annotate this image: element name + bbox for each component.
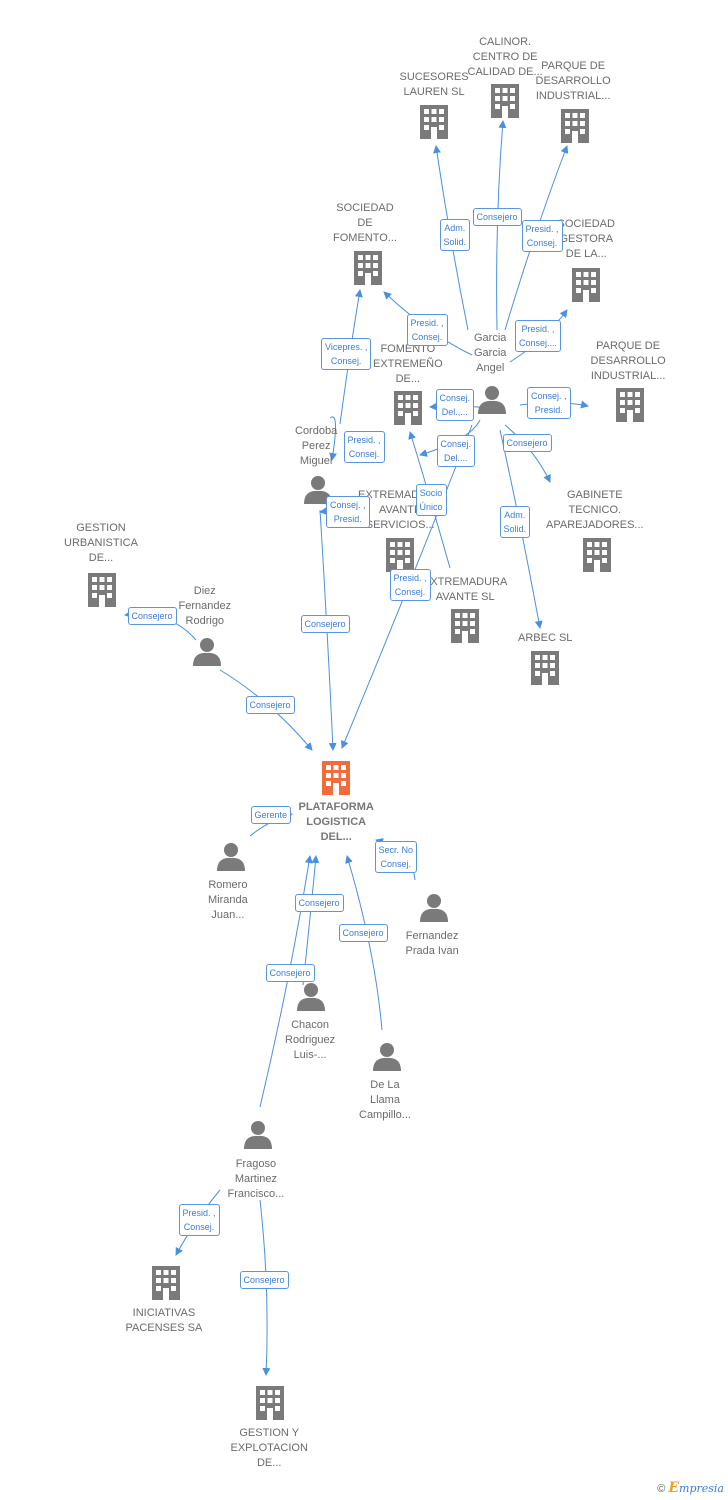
- edge-label-garcia-to-sucesores[interactable]: Adm. Solid.: [439, 219, 471, 251]
- edges-layer: [124, 120, 589, 1376]
- building-icon-extremadura_servicios[interactable]: [386, 538, 414, 572]
- node-label-gabinete[interactable]: GABINETE TECNICO. APAREJADORES...: [546, 489, 644, 531]
- person-icon-romero[interactable]: [217, 843, 245, 871]
- edge-label-extremadura_avante-to-fomento_extremeno[interactable]: Socio Único: [415, 484, 447, 516]
- footer-credit: © Empresia: [657, 1480, 724, 1496]
- node-label-arbec[interactable]: ARBEC SL: [518, 632, 573, 644]
- edge-label-diez-to-main[interactable]: Consejero: [245, 696, 295, 714]
- node-label-extremadura_avante[interactable]: EXTREMADURA AVANTE SL: [423, 576, 508, 603]
- node-label-fragoso[interactable]: Fragoso Martinez Francisco...: [227, 1158, 285, 1200]
- building-icon-extremadura_avante[interactable]: [451, 609, 479, 643]
- building-icon-sociedad_gestora[interactable]: [572, 268, 600, 302]
- node-label-diez[interactable]: Diez Fernandez Rodrigo: [178, 585, 232, 627]
- node-label-sociedad_fomento[interactable]: SOCIEDAD DE FOMENTO...: [333, 202, 397, 244]
- building-icon-sucesores[interactable]: [420, 105, 448, 139]
- node-label-calinor[interactable]: CALINOR. CENTRO DE CALIDAD DE...: [467, 36, 543, 78]
- person-icon-delallama[interactable]: [373, 1043, 401, 1071]
- edge-label-garcia-to-fomento_extremeno[interactable]: Consej. Del.,...: [435, 389, 475, 421]
- edge-label-fragoso-to-gestion_explotacion[interactable]: Consejero: [239, 1271, 289, 1289]
- node-label-delallama[interactable]: De La Llama Campillo...: [359, 1079, 411, 1121]
- edge-label-garcia-to-extremadura_servicios[interactable]: Consej. Del....: [436, 435, 476, 467]
- node-label-cordoba[interactable]: Cordoba Perez Miguel: [295, 425, 338, 467]
- building-icon-main[interactable]: [322, 761, 350, 795]
- node-label-gestion_explotacion[interactable]: GESTION Y EXPLOTACION DE...: [230, 1427, 308, 1469]
- node-label-sociedad_gestora[interactable]: SOCIEDAD GESTORA DE LA...: [557, 218, 615, 260]
- node-label-romero[interactable]: Romero Miranda Juan...: [208, 879, 248, 921]
- edge-label-garcia-to-arbec[interactable]: Adm. Solid.: [499, 506, 531, 538]
- node-label-sucesores[interactable]: SUCESORES LAUREN SL: [399, 71, 469, 98]
- edge-label-fernandez-to-main[interactable]: Secr. No Consej.: [374, 841, 418, 873]
- brand-initial: E: [668, 1480, 680, 1496]
- edge-label-garcia-to-gabinete[interactable]: Consejero: [502, 434, 552, 452]
- person-icon-chacon[interactable]: [297, 983, 325, 1011]
- edge-label-garcia-to-sociedad_fomento[interactable]: Presid. , Consej.: [406, 314, 448, 346]
- nodes-layer: [88, 84, 644, 1420]
- node-label-parque2[interactable]: PARQUE DE DESARROLLO INDUSTRIAL...: [590, 340, 666, 382]
- edge-cordoba-to-main: [319, 509, 337, 751]
- building-icon-arbec[interactable]: [531, 651, 559, 685]
- edge-label-fragoso-to-main[interactable]: Consejero: [265, 964, 315, 982]
- node-label-garcia[interactable]: Garcia Garcia Angel: [474, 332, 507, 374]
- node-label-fernandez[interactable]: Fernandez Prada Ivan: [405, 930, 459, 957]
- copyright-symbol: ©: [657, 1483, 666, 1495]
- edge-label-chacon-to-main[interactable]: Consejero: [294, 894, 344, 912]
- building-icon-sociedad_fomento[interactable]: [354, 251, 382, 285]
- edge-cordoba-to-fomento_extremeno: [329, 416, 338, 461]
- node-label-gestion_urbanistica[interactable]: GESTION URBANISTICA DE...: [64, 522, 138, 564]
- edge-label-garcia-to-calinor[interactable]: Consejero: [472, 208, 522, 226]
- building-icon-gabinete[interactable]: [583, 538, 611, 572]
- building-icon-gestion_urbanistica[interactable]: [88, 573, 116, 607]
- edge-delallama-to-main: [345, 855, 383, 1031]
- building-icon-fomento_extremeno[interactable]: [394, 391, 422, 425]
- edge-label-delallama-to-main[interactable]: Consejero: [338, 924, 388, 942]
- edge-label-diez-to-gestion_urbanistica[interactable]: Consejero: [127, 607, 177, 625]
- edge-label-fragoso-to-iniciativas[interactable]: Presid. , Consej.: [178, 1204, 220, 1236]
- edge-label-garcia-to-sociedad_gestora[interactable]: Presid. , Consej....: [515, 320, 562, 352]
- building-icon-gestion_explotacion[interactable]: [256, 1386, 284, 1420]
- empresia-logo[interactable]: Empresia: [668, 1480, 724, 1496]
- building-icon-calinor[interactable]: [491, 84, 519, 118]
- node-label-iniciativas[interactable]: INICIATIVAS PACENSES SA: [125, 1307, 203, 1334]
- edge-label-garcia-to-main[interactable]: Presid. , Consej.: [389, 569, 431, 601]
- person-icon-diez[interactable]: [193, 638, 221, 666]
- brand-rest: mpresia: [679, 1482, 724, 1495]
- building-icon-parque2[interactable]: [616, 388, 644, 422]
- edge-label-garcia-to-parque2[interactable]: Consej. , Presid.: [527, 387, 571, 419]
- edge-label-cordoba-to-sociedad_fomento[interactable]: Vicepres. , Consej.: [321, 338, 372, 370]
- node-label-chacon[interactable]: Chacon Rodriguez Luis-...: [285, 1019, 336, 1061]
- building-icon-parque1[interactable]: [561, 109, 589, 143]
- node-label-parque1[interactable]: PARQUE DE DESARROLLO INDUSTRIAL...: [535, 60, 611, 102]
- edge-label-garcia-to-parque1[interactable]: Presid. , Consej.: [521, 220, 563, 252]
- edge-label-cordoba-to-main[interactable]: Consejero: [300, 615, 350, 633]
- edge-label-cordoba-to-extremadura_servicios[interactable]: Consej. , Presid.: [326, 496, 370, 528]
- building-icon-iniciativas[interactable]: [152, 1266, 180, 1300]
- edge-label-romero-to-main[interactable]: Gerente: [250, 806, 292, 824]
- edge-label-cordoba-to-fomento_extremeno[interactable]: Presid. , Consej.: [343, 431, 385, 463]
- person-icon-garcia[interactable]: [478, 386, 506, 414]
- node-label-fomento_extremeno[interactable]: FOMENTO EXTREMEÑO DE...: [373, 343, 443, 385]
- person-icon-fernandez[interactable]: [420, 894, 448, 922]
- person-icon-fragoso[interactable]: [244, 1121, 272, 1149]
- node-label-main[interactable]: PLATAFORMA LOGISTICA DEL...: [298, 801, 374, 843]
